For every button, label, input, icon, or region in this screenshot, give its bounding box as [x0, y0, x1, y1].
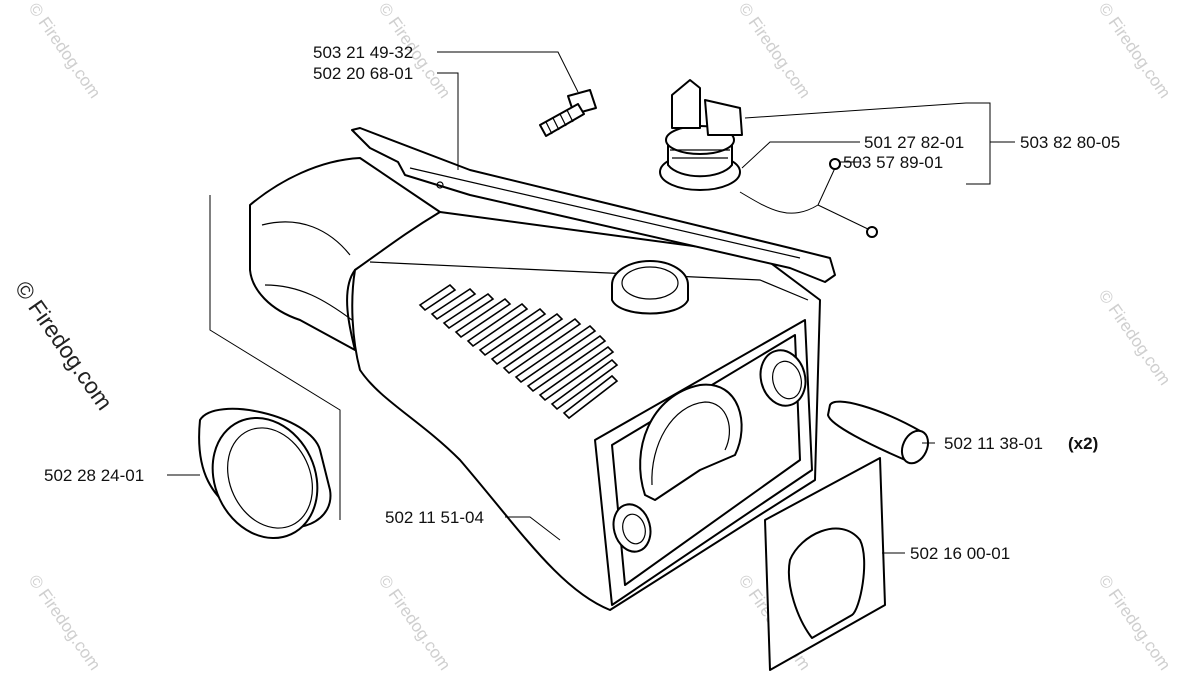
watermark-text: © Firedog.com: [25, 571, 105, 673]
gasket-part: [764, 457, 886, 671]
label-bolt: 503 21 49-32: [313, 43, 413, 62]
ring-part: [198, 195, 341, 540]
bolt-part: [539, 89, 597, 137]
watermark-copyright: © Firedog.com: [10, 276, 118, 415]
watermark-text: © Firedog.com: [375, 571, 455, 673]
watermark-text: © Firedog.com: [25, 0, 105, 102]
label-strap: 503 57 89-01: [843, 153, 943, 172]
label-plug: 502 11 38-01: [944, 434, 1043, 453]
plug-part: [827, 400, 930, 465]
label-fuel-cap: 501 27 82-01: [864, 133, 964, 152]
watermark-text: © Firedog.com: [1095, 286, 1175, 388]
label-housing: 502 11 51-04: [385, 508, 484, 527]
fuel-cap-part: [659, 79, 878, 238]
label-gasket: 502 16 00-01: [910, 544, 1010, 563]
label-cap-kit: 503 82 80-05: [1020, 133, 1120, 152]
label-ring: 502 28 24-01: [44, 466, 144, 485]
leader-lines: [167, 51, 1015, 554]
watermark-text: © Firedog.com: [1095, 0, 1175, 102]
filter-housing: [249, 157, 821, 611]
watermark-text: © Firedog.com: [1095, 571, 1175, 673]
part-labels: 503 21 49-32 502 20 68-01 501 27 82-01 5…: [44, 43, 1120, 563]
cooling-slots: [418, 283, 619, 420]
bracket-part: [351, 127, 836, 283]
label-bracket: 502 20 68-01: [313, 64, 413, 83]
label-plug-quantity: (x2): [1068, 434, 1098, 453]
watermark-text: © Firedog.com: [735, 0, 815, 102]
